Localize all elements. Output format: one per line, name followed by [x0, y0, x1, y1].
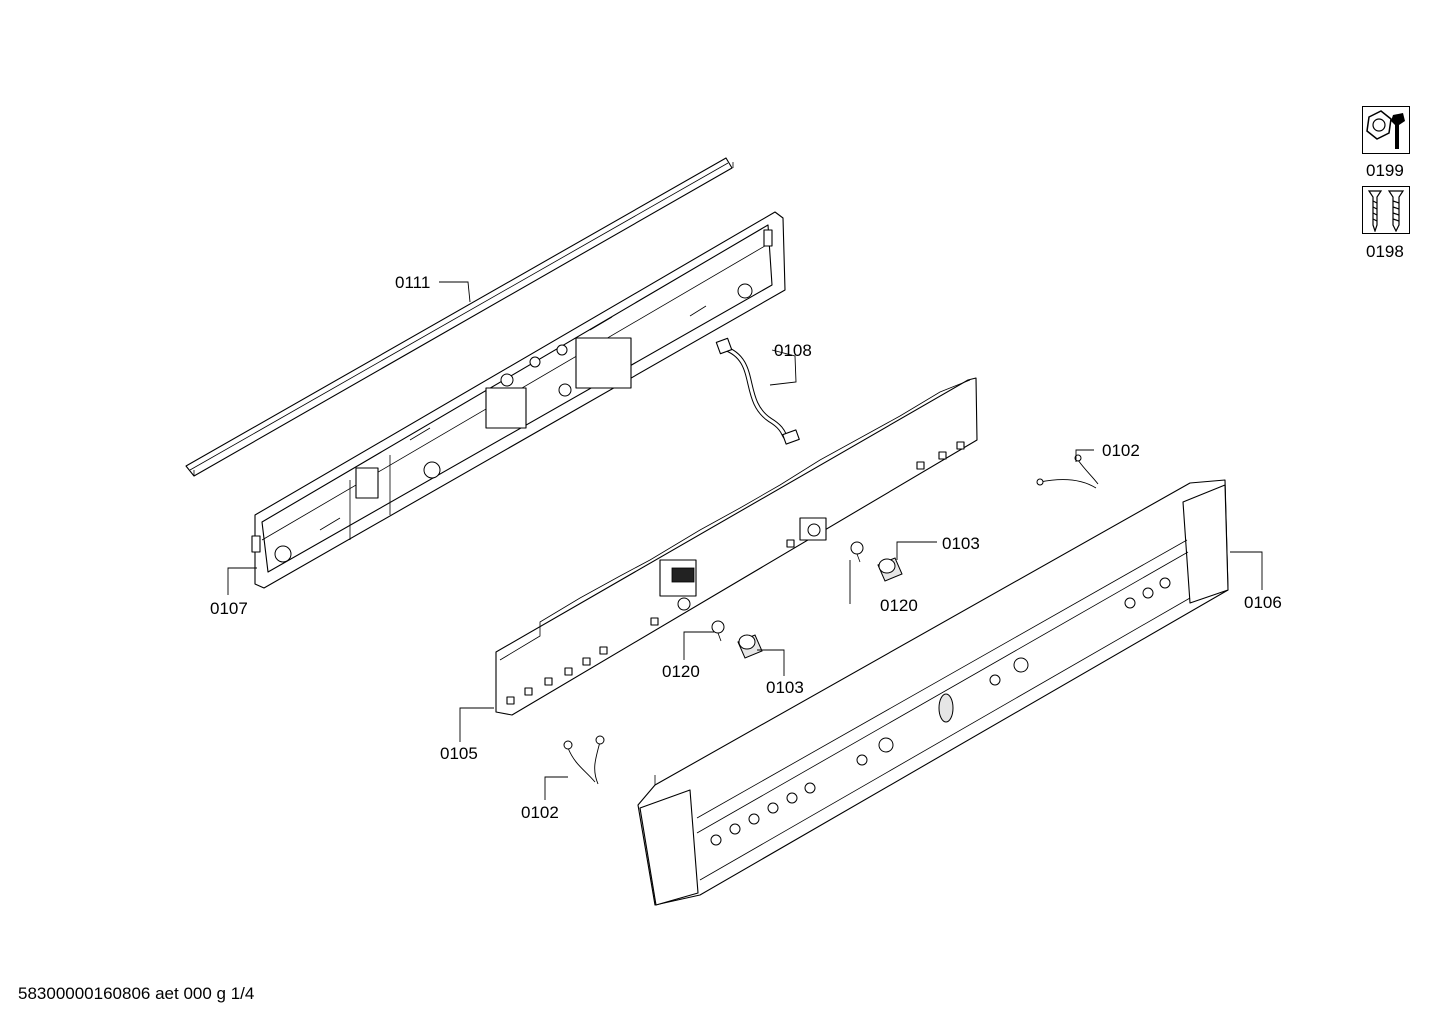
wrench-nut-icon: [1362, 106, 1410, 154]
part-0120-spindle-left[interactable]: [711, 620, 725, 642]
part-0103-knob-right[interactable]: [877, 557, 903, 582]
part-0120-spindle-right[interactable]: [850, 541, 864, 563]
part-0103-knob-left[interactable]: [737, 634, 763, 659]
part-0105-board[interactable]: [495, 377, 978, 716]
part-0107-frame[interactable]: [251, 211, 786, 589]
callout-0120-upper: 0120: [880, 596, 918, 615]
callout-0105: 0105: [440, 744, 478, 763]
callout-0102-upper: 0102: [1102, 441, 1140, 460]
part-0108-cable[interactable]: [715, 337, 800, 445]
part-0111-strip[interactable]: [185, 157, 734, 477]
legend-label-0199: 0199: [1366, 161, 1404, 180]
callout-0102-lower: 0102: [521, 803, 559, 822]
part-0106-panel[interactable]: [637, 479, 1229, 906]
callout-0103-upper: 0103: [942, 534, 980, 553]
part-0102-lead-upper[interactable]: [1036, 454, 1099, 489]
callout-0111: 0111: [395, 273, 431, 292]
legend-label-0198: 0198: [1366, 242, 1404, 261]
drawing-code: 58300000160806 aet 000 g 1/4: [18, 984, 255, 1003]
callout-0103-lower: 0103: [766, 678, 804, 697]
callout-0106: 0106: [1244, 593, 1282, 612]
part-0102-lead-lower[interactable]: [563, 735, 605, 785]
callout-0107: 0107: [210, 599, 248, 618]
screws-icon: [1362, 186, 1410, 234]
leader-lines: [227, 281, 1263, 800]
callout-0120-lower: 0120: [662, 662, 700, 681]
callout-0108: 0108: [774, 341, 812, 360]
